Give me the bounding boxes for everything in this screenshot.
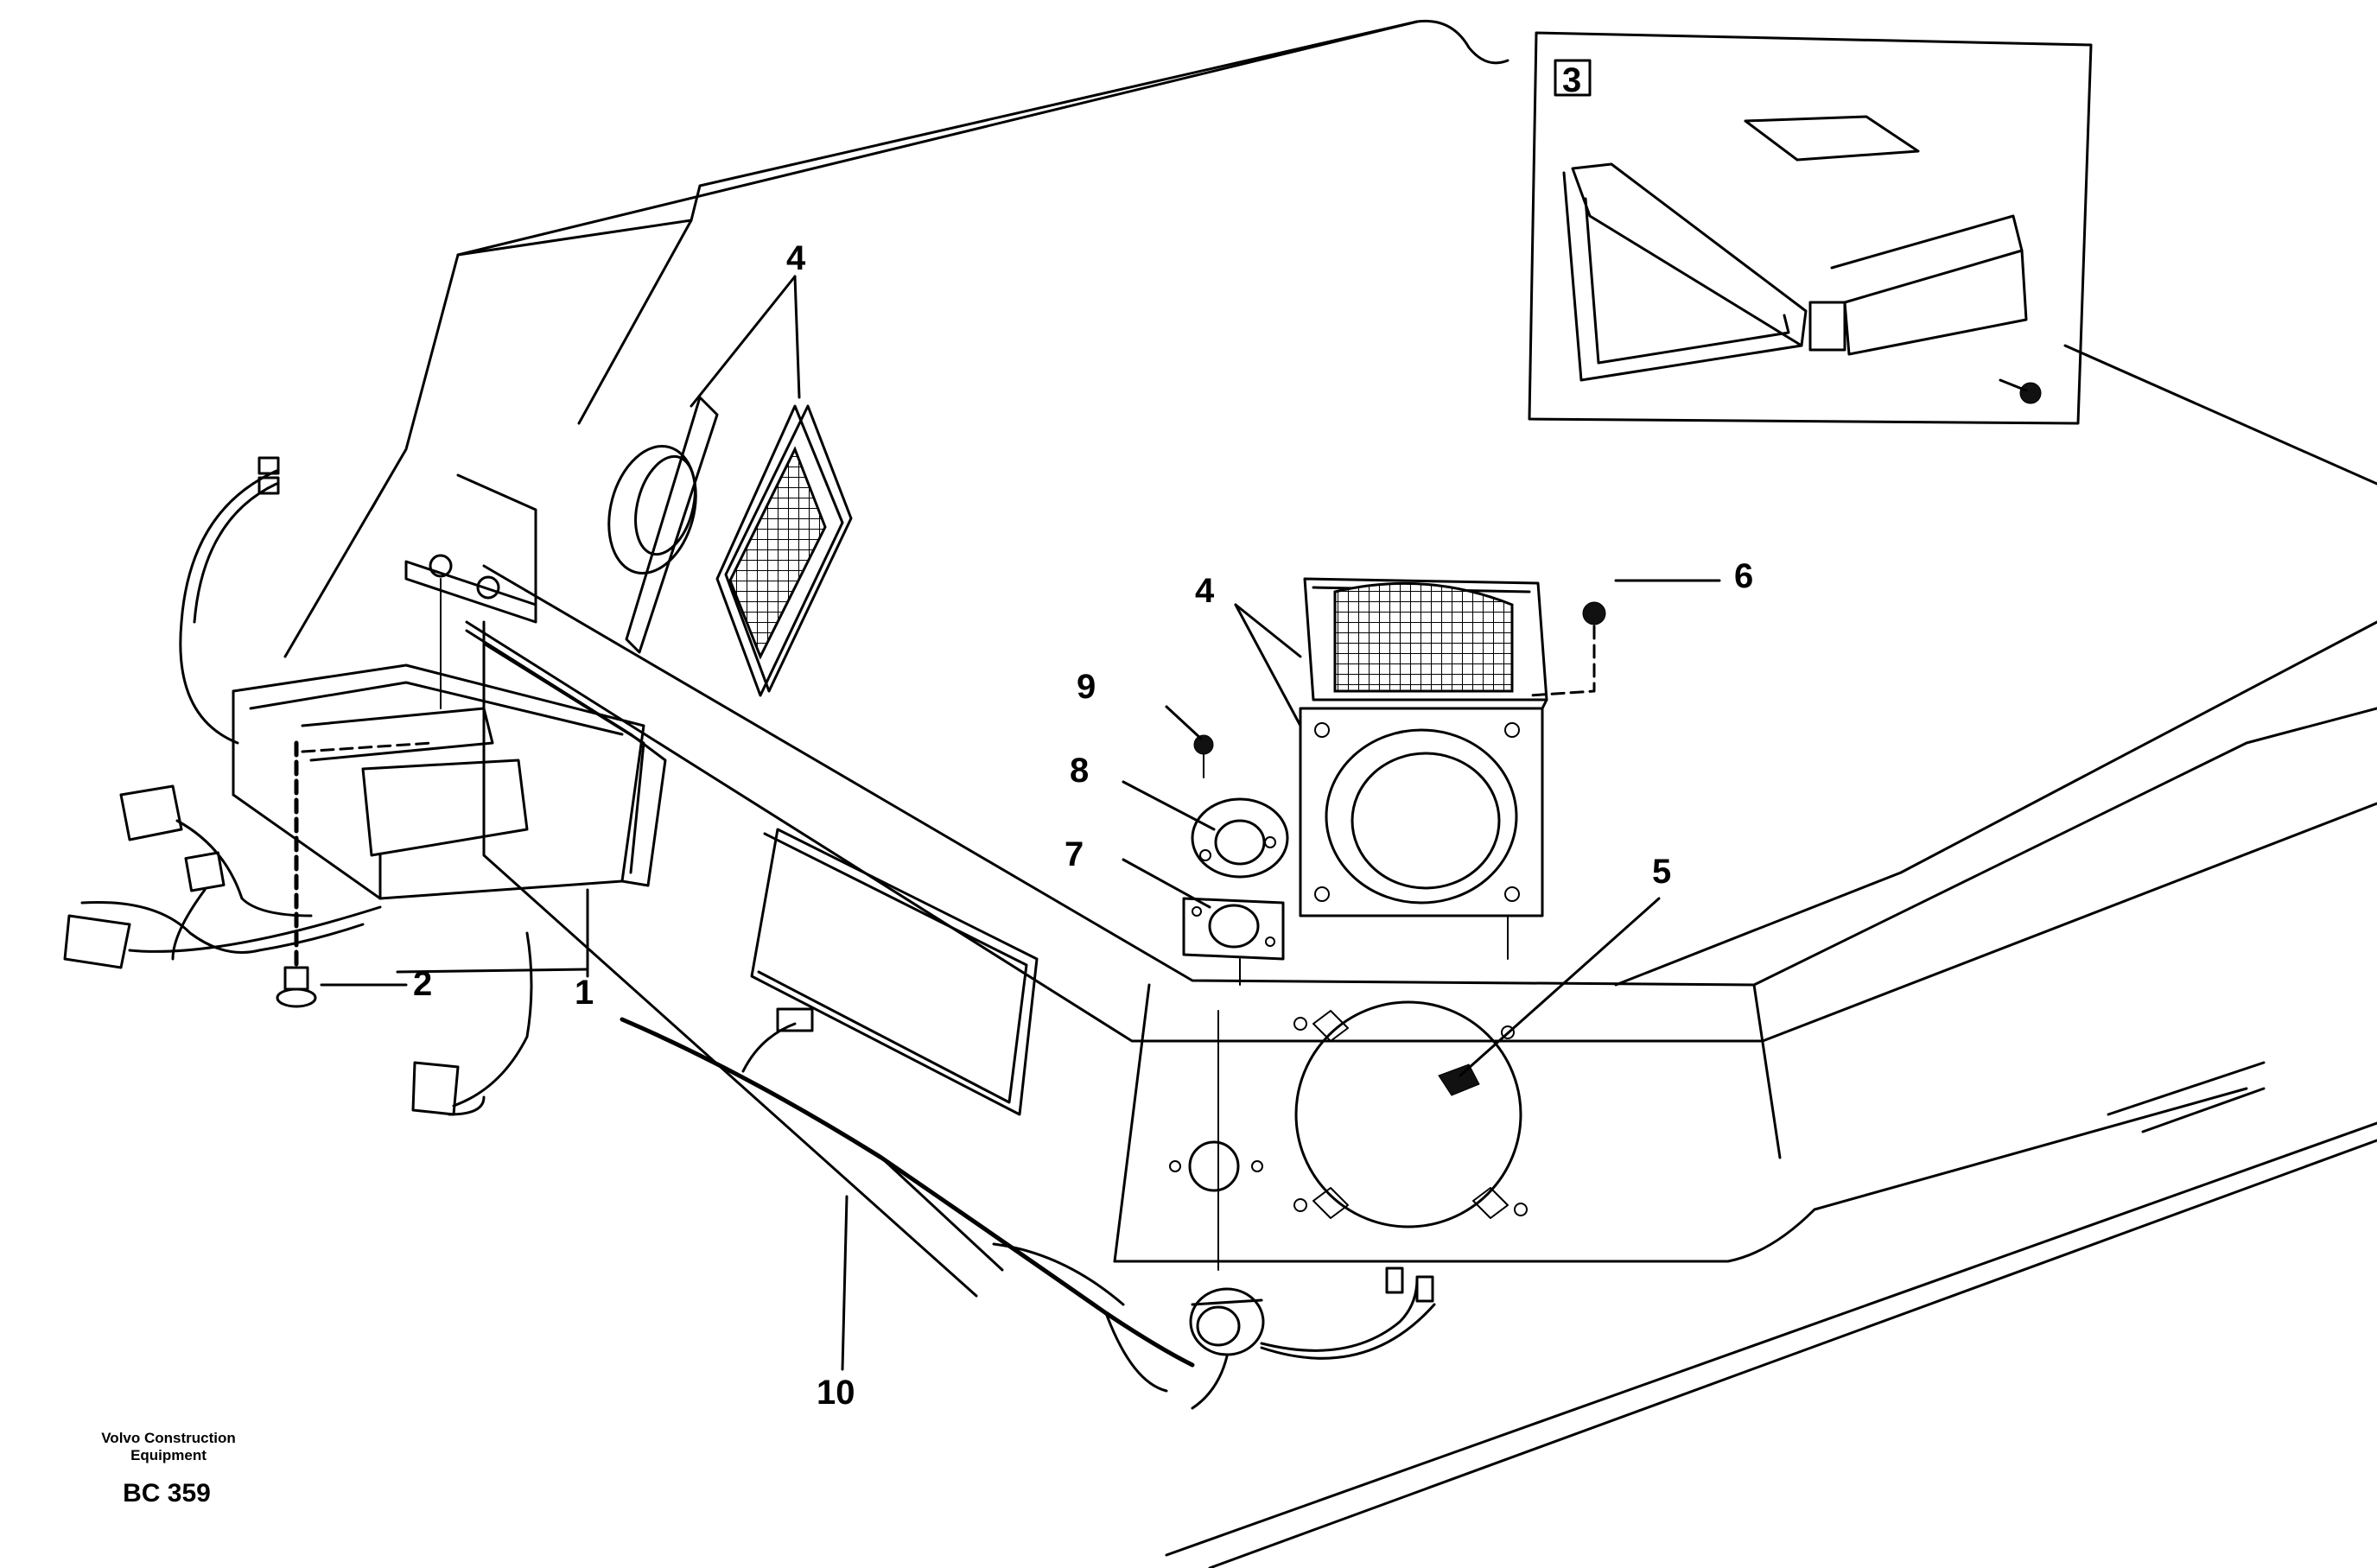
footer-division: Equipment [130,1447,207,1463]
callout-8: 8 [1070,752,1089,790]
callout-9: 9 [1077,668,1096,706]
cab-roof-outline [283,19,2377,987]
callout-7: 7 [1065,835,1084,873]
left-speaker-pair [607,396,853,697]
footer: Volvo Construction Equipment BC 359 [101,1430,236,1508]
inset-radio-detail [1528,31,2093,425]
leader-lines [320,275,1721,1371]
left-wiring [63,456,533,1116]
callout-6: 6 [1734,557,1753,595]
main-harness [620,1007,1436,1410]
callout-4-upper: 4 [786,239,806,277]
callout-3: 3 [1562,61,1581,99]
radio-compartment [232,473,667,900]
callout-2: 2 [413,965,432,1003]
callout-5: 5 [1652,853,1671,891]
right-speaker [1299,577,1548,960]
callout-4-lower: 4 [1195,572,1215,610]
round-cutout [1169,1000,1528,1228]
small-parts [1182,601,1606,1096]
front-console [465,564,2377,1568]
callout-1: 1 [575,974,594,1012]
footer-code: BC 359 [123,1479,211,1508]
screw-item-2 [276,740,317,1008]
footer-company: Volvo Construction [101,1430,236,1446]
callouts: 1 2 3 4 4 5 6 7 8 9 10 [413,61,1753,1412]
callout-10: 10 [817,1374,855,1412]
